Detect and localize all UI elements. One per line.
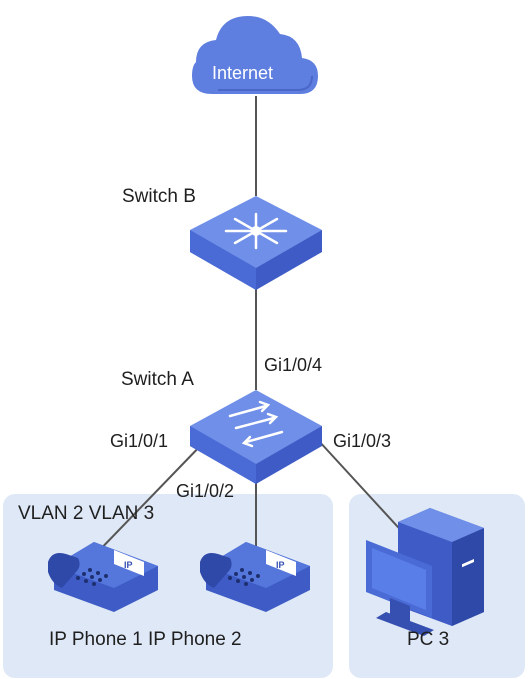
internet-label: Internet	[212, 63, 274, 83]
port-gi1-0-4-label: Gi1/0/4	[264, 355, 323, 375]
phones-label: IP Phone 1 IP Phone 2	[49, 629, 242, 650]
switch-b-label: Switch B	[122, 186, 196, 207]
svg-text:IP: IP	[124, 560, 133, 570]
links	[89, 96, 409, 561]
pc-label: PC 3	[407, 629, 450, 650]
core-switch-icon	[190, 196, 322, 290]
switch-a-label: Switch A	[121, 369, 194, 390]
port-gi1-0-3-label: Gi1/0/3	[333, 431, 392, 451]
link-switch-a-pc3	[317, 439, 409, 539]
vlan-group-area	[3, 494, 333, 678]
svg-text:IP: IP	[276, 560, 285, 570]
ip-phone-icon: IP	[48, 542, 158, 612]
port-gi1-0-2-label: Gi1/0/2	[176, 481, 235, 501]
vlan-label: VLAN 2 VLAN 3	[18, 503, 155, 524]
port-gi1-0-1-label: Gi1/0/1	[110, 431, 169, 451]
ip-phone-icon: IP	[200, 542, 310, 612]
access-switch-icon	[190, 390, 322, 484]
pc-icon	[366, 508, 484, 636]
link-switch-a-phone1	[89, 439, 207, 561]
cloud-icon	[192, 16, 318, 94]
